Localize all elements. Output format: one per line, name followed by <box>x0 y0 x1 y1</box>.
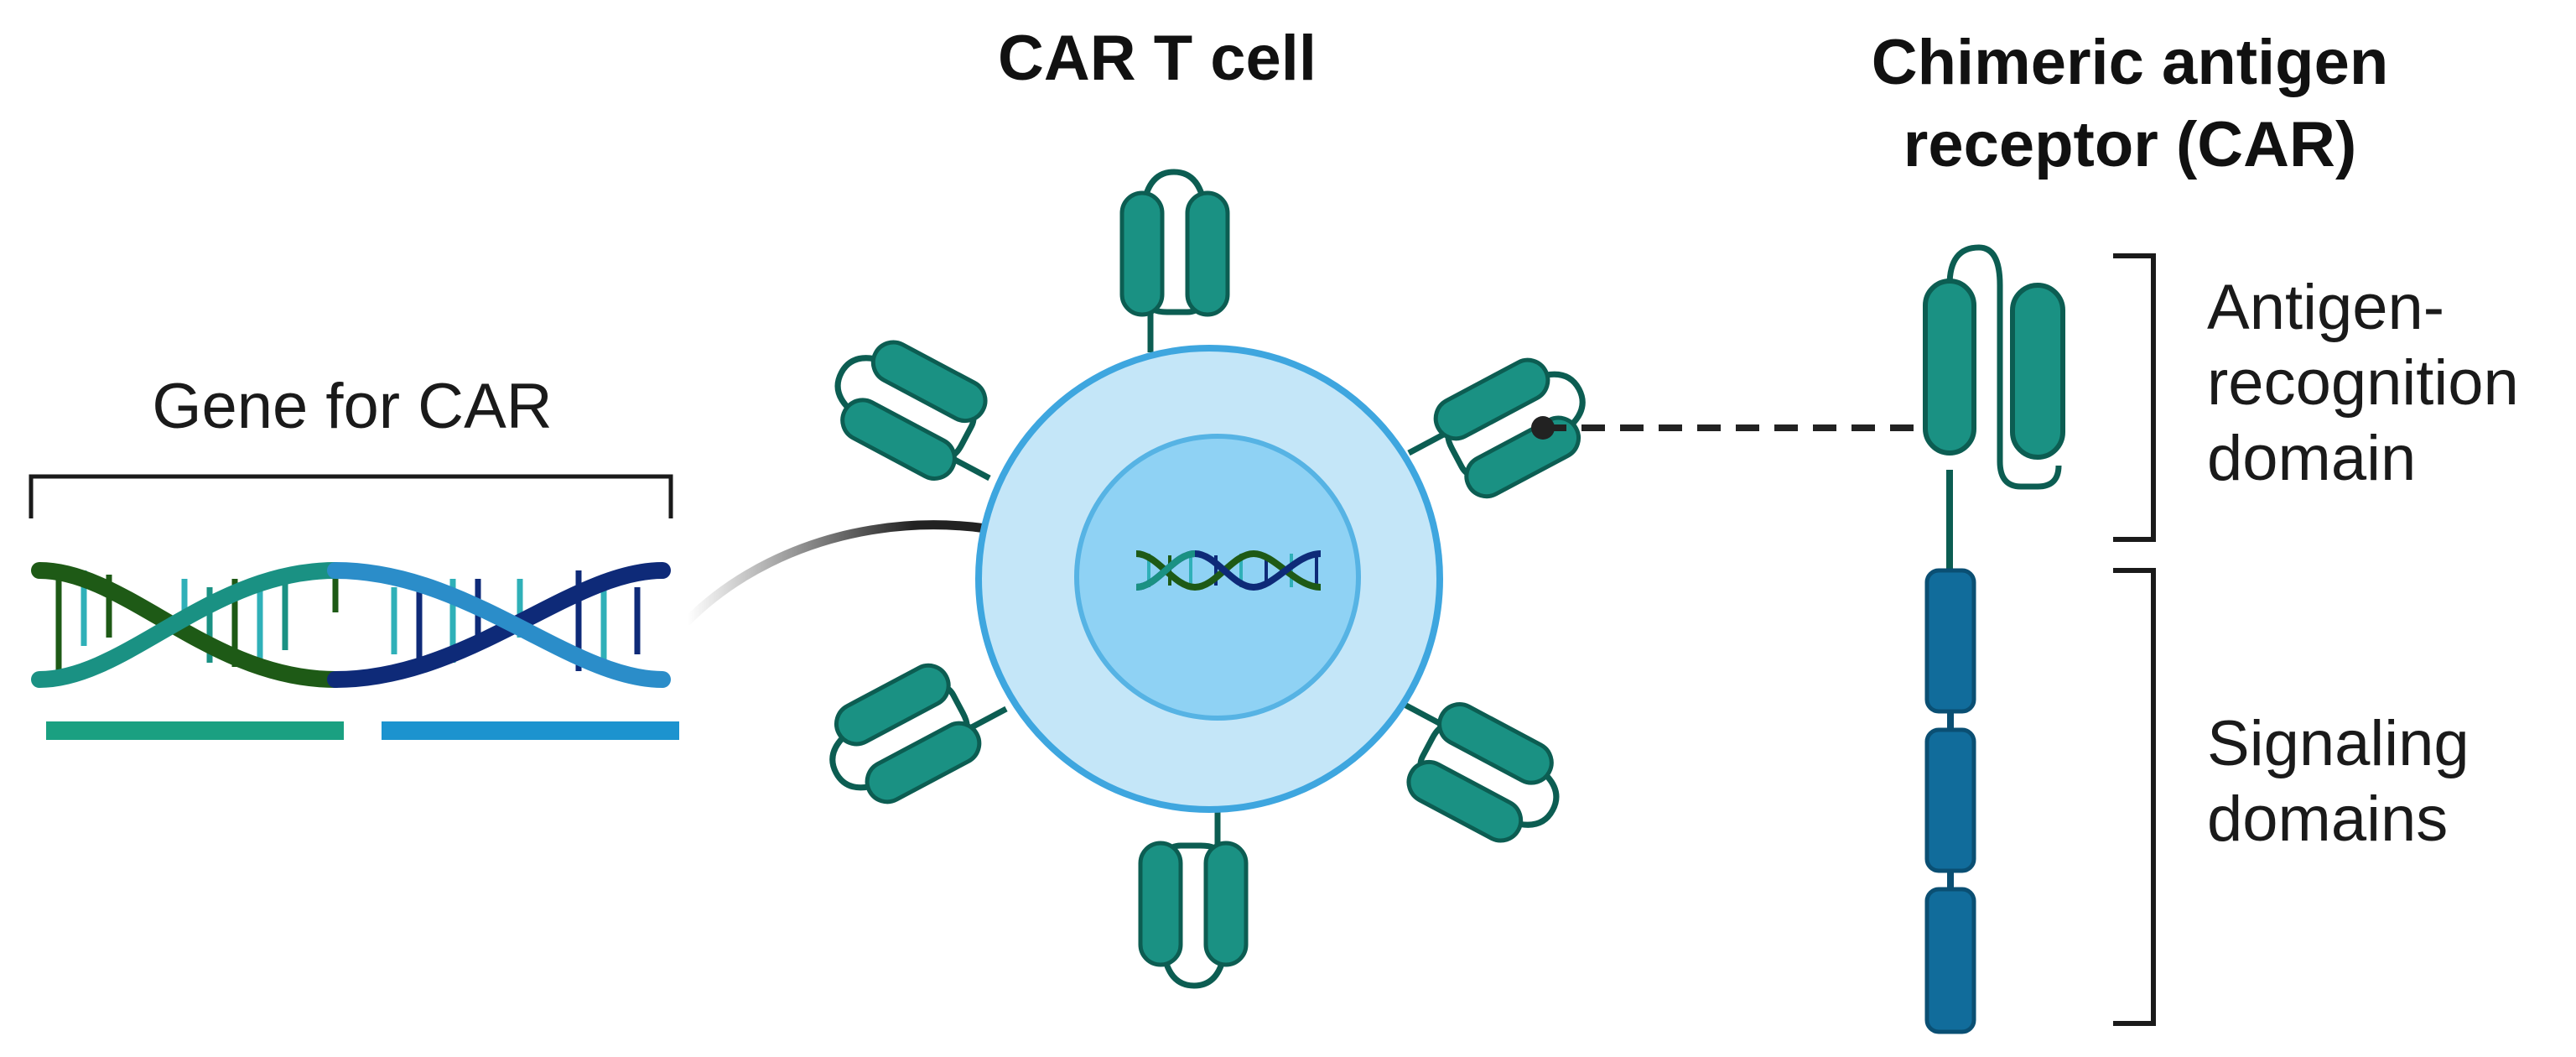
car-receptor-large <box>1923 244 2065 1034</box>
signaling-domain-1 <box>1924 568 1976 714</box>
antigen-label-line2: recognition <box>2207 347 2519 419</box>
cell-receptor-bottom <box>1140 805 1246 986</box>
antigen-domain-bracket <box>2113 253 2156 542</box>
nucleus-dna <box>1135 549 1322 591</box>
car-title-line1: Chimeric antigen <box>1872 27 2389 98</box>
gene-bracket <box>29 474 673 518</box>
dna-double-helix <box>31 562 671 688</box>
gene-segment-bar-blue <box>382 721 679 740</box>
signaling-domain-2 <box>1924 727 1976 873</box>
antigen-label-line1: Antigen- <box>2207 272 2444 343</box>
antigen-domain-right <box>2010 283 2065 460</box>
antigen-domain-left <box>1923 279 1976 456</box>
car-title-line2: receptor (CAR) <box>1903 109 2357 180</box>
car-detail: Chimeric antigen receptor (CAR) Antigen-… <box>1872 27 2519 1034</box>
gene-label: Gene for CAR <box>152 371 552 442</box>
gene-section: Gene for CAR <box>29 371 679 740</box>
signaling-domains-bracket <box>2113 568 2156 1026</box>
car-t-cell: CAR T cell <box>811 23 1604 986</box>
receptor-connector <box>1531 416 1933 440</box>
gene-segment-bar-green <box>46 721 344 740</box>
cell-title: CAR T cell <box>998 23 1317 94</box>
signaling-domain-3 <box>1924 887 1976 1034</box>
antigen-label-line3: domain <box>2207 423 2416 494</box>
cell-receptor-upper-left <box>817 325 1026 503</box>
signaling-label-line2: domains <box>2207 784 2448 855</box>
cell-receptor-lower-left <box>811 641 1020 819</box>
signaling-label-line1: Signaling <box>2207 708 2470 779</box>
cell-receptor-top <box>1122 172 1228 352</box>
